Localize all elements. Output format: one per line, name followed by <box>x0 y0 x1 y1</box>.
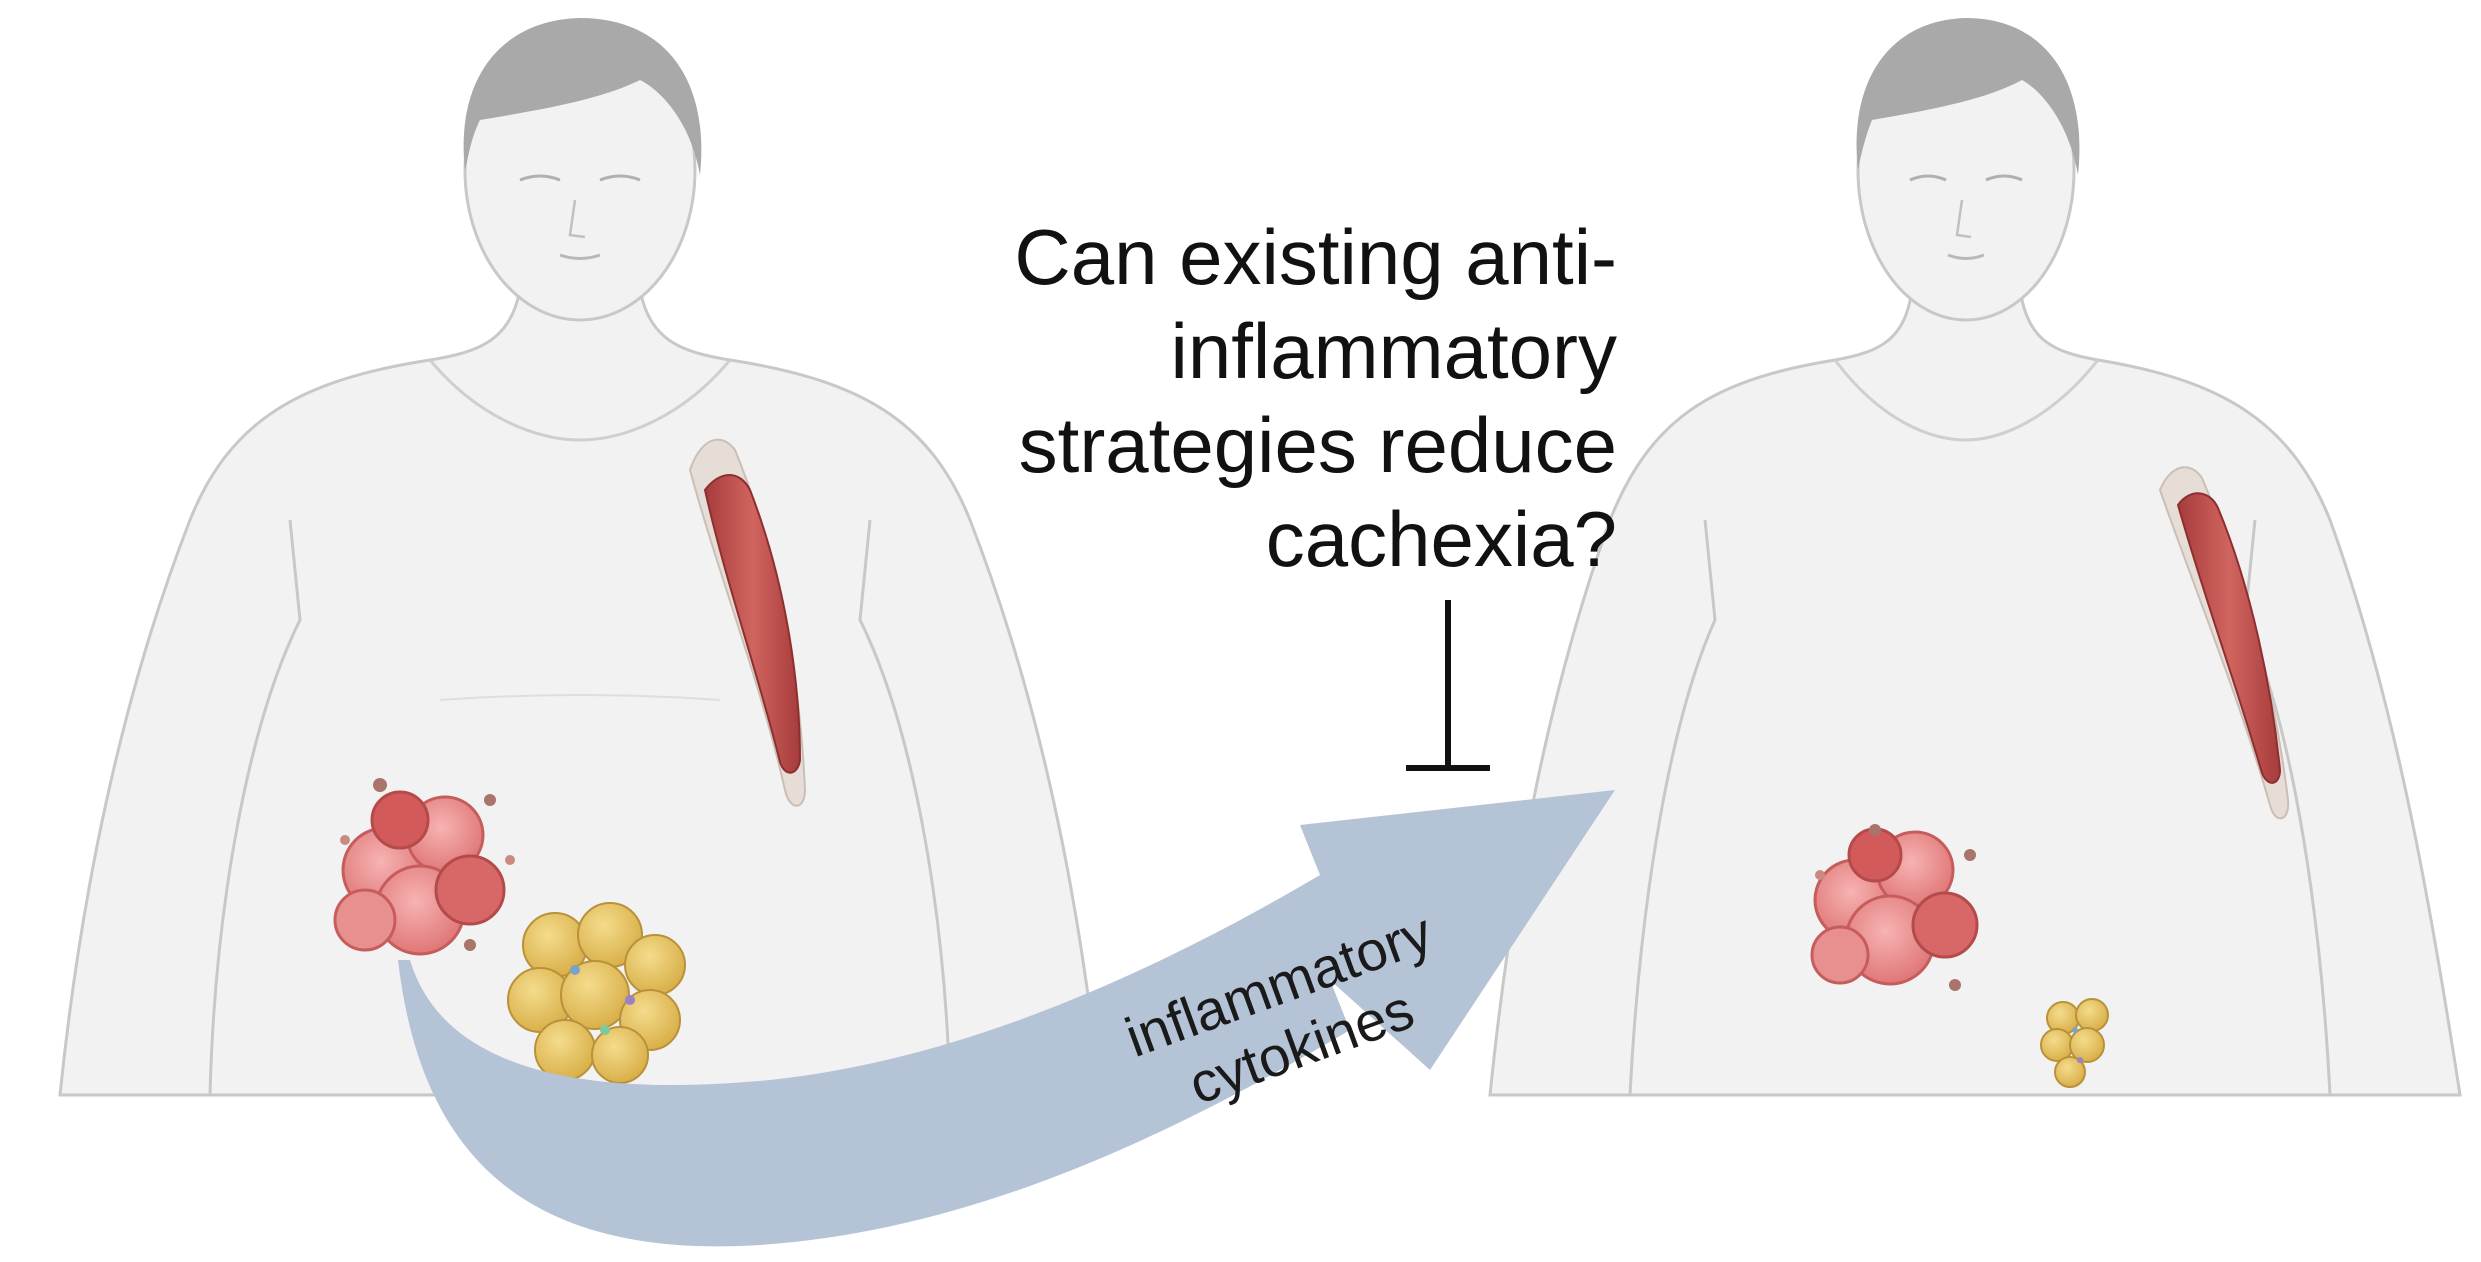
inhibition-icon <box>1406 600 1490 771</box>
human-body-after <box>1488 18 2462 1097</box>
question-line-3: strategies reduce <box>1018 401 1617 489</box>
question-line-2: inflammatory <box>1170 307 1617 395</box>
question-line-4: cachexia? <box>1265 495 1617 583</box>
adipose-icon <box>507 902 686 1084</box>
tumor-icon <box>333 778 515 956</box>
question-line-1: Can existing anti- <box>1014 213 1617 301</box>
muscle-icon <box>688 438 807 807</box>
adipose-icon <box>2040 998 2109 1088</box>
question-text: Can existing anti- inflammatory strategi… <box>797 210 1617 586</box>
arrow-icon <box>398 790 1615 1247</box>
human-body-before <box>58 18 1102 1097</box>
muscle-icon <box>2158 466 2290 820</box>
tumor-icon <box>1810 824 1979 991</box>
